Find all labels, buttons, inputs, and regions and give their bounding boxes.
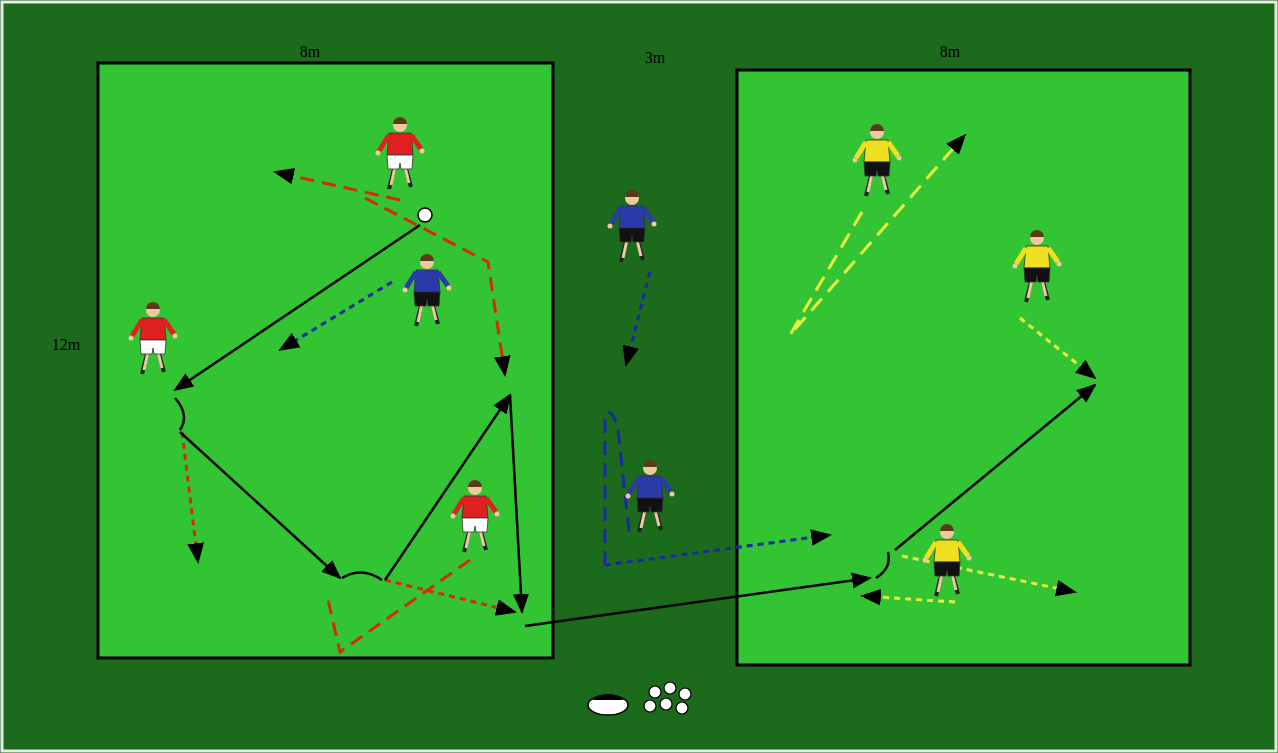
ball-pile xyxy=(644,682,691,714)
ball xyxy=(676,702,688,714)
dimension-label: 3m xyxy=(645,49,665,66)
left-grid xyxy=(98,63,553,658)
run-arrow xyxy=(862,596,955,602)
run-arrow xyxy=(280,282,392,350)
run-arrow xyxy=(385,580,515,612)
dimension-label-holder: 8m xyxy=(300,43,320,61)
run-arrow xyxy=(626,272,650,365)
blue-runs xyxy=(280,272,830,565)
passes xyxy=(175,225,1095,626)
pass-arrow xyxy=(895,385,1095,550)
pass-arrow xyxy=(525,578,870,626)
yellow-player xyxy=(1013,230,1062,302)
dimension-label-holder: 12m xyxy=(52,336,80,354)
dimension-label-holder: 3m xyxy=(645,49,665,67)
run-arrow xyxy=(275,172,400,200)
blue-player xyxy=(608,190,657,262)
red-player xyxy=(451,480,500,552)
pass-arrow xyxy=(175,225,420,390)
coach-head xyxy=(588,695,628,715)
ball xyxy=(664,682,676,694)
dimension-label-holder: 8m xyxy=(940,43,960,61)
right-grid xyxy=(737,70,1190,665)
dimension-label: 12m xyxy=(52,336,80,353)
pass-arrow xyxy=(180,432,340,578)
pass-arrow xyxy=(510,395,522,612)
run-arrow xyxy=(902,556,1075,592)
run-arrow xyxy=(1020,318,1095,378)
run-arrow xyxy=(182,432,198,562)
ball xyxy=(679,688,691,700)
yellow-player xyxy=(853,124,902,196)
control-touch xyxy=(876,552,889,578)
yellow-player xyxy=(923,524,972,596)
blue-player xyxy=(403,254,452,326)
dimension-label: 8m xyxy=(940,43,960,60)
coach-symbol xyxy=(588,694,628,715)
run-arrow xyxy=(328,560,470,652)
control-touch xyxy=(175,398,184,430)
red-player xyxy=(129,302,178,374)
run-arrow xyxy=(605,412,630,565)
ball xyxy=(660,698,672,710)
red-player xyxy=(376,117,425,189)
run-arrow xyxy=(365,198,505,375)
ball xyxy=(418,208,432,222)
ball xyxy=(644,700,656,712)
pass-arrow xyxy=(385,395,510,580)
coach-cap xyxy=(592,694,624,700)
run-arrow xyxy=(605,535,830,565)
control-touch xyxy=(342,572,382,580)
dimension-label: 8m xyxy=(300,43,320,60)
ball xyxy=(649,686,661,698)
red-runs xyxy=(182,172,515,652)
blue-player xyxy=(626,460,675,532)
yellow-runs xyxy=(790,135,1095,602)
players xyxy=(129,117,1062,596)
